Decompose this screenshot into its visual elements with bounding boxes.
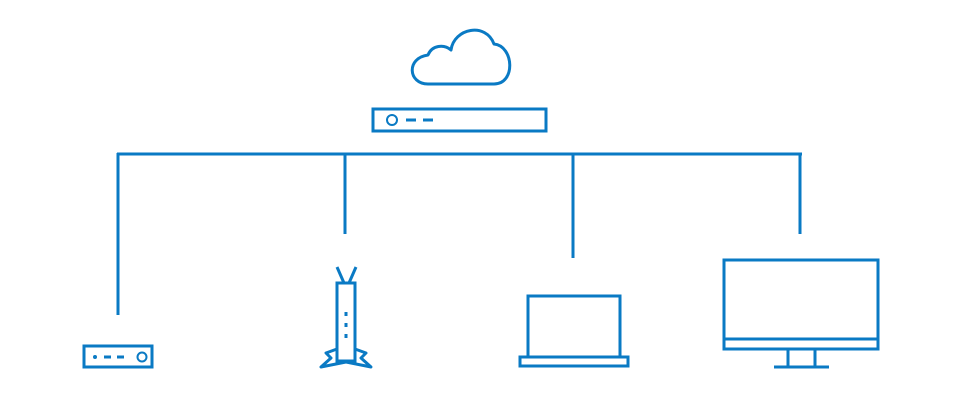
antenna-right xyxy=(347,266,358,284)
laptop-icon xyxy=(518,294,630,368)
server-rack-icon xyxy=(371,107,548,133)
desktop-monitor-icon xyxy=(722,258,880,369)
network-bus-line xyxy=(116,152,802,315)
wireless-router-icon xyxy=(319,266,373,369)
cloud-icon xyxy=(410,28,512,86)
network-switch-icon xyxy=(82,344,154,369)
antenna-left xyxy=(335,266,346,284)
